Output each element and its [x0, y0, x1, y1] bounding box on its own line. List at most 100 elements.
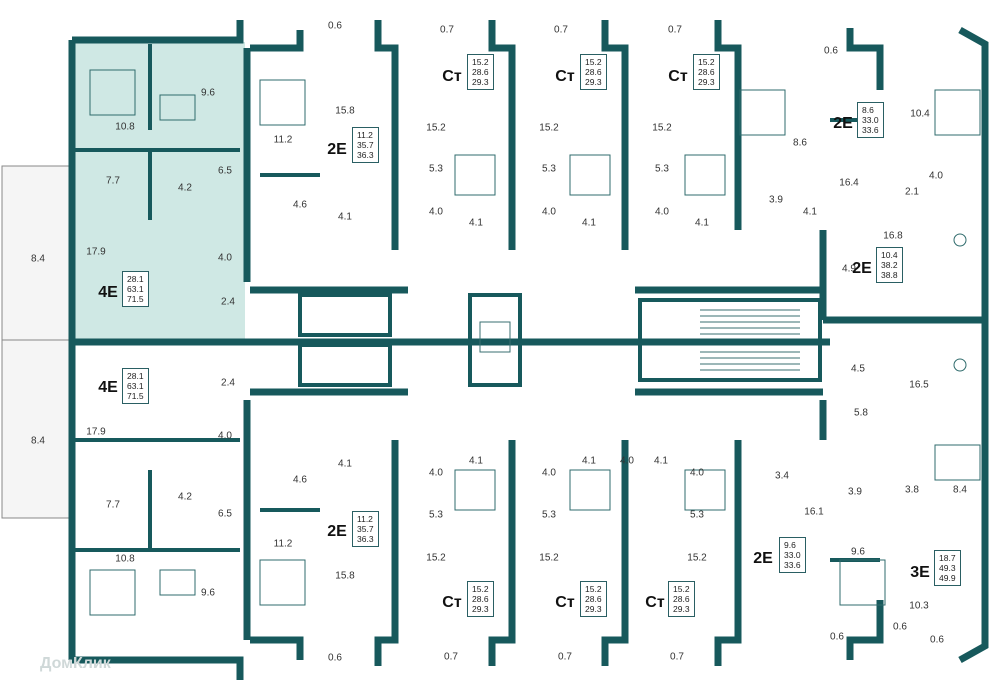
room-area: 3.4 — [775, 470, 789, 482]
room-area: 16.1 — [804, 506, 824, 518]
gross-area: 33.6 — [784, 560, 801, 570]
apartment-type: Ст — [442, 594, 462, 611]
room-area: 4.6 — [293, 199, 307, 211]
room-area: 4.0 — [218, 252, 232, 264]
room-area: 4.0 — [690, 467, 704, 479]
room-area: 10.3 — [909, 600, 929, 612]
living-area: 11.2 — [357, 514, 373, 524]
room-area: 15.2 — [539, 122, 559, 134]
room-area: 6.5 — [218, 508, 232, 520]
room-area: 0.6 — [893, 621, 907, 633]
room-area: 5.3 — [542, 509, 556, 521]
total-area: 28.6 — [472, 594, 489, 604]
room-area: 0.7 — [444, 651, 458, 663]
total-area: 28.6 — [673, 594, 690, 604]
living-area: 10.4 — [881, 250, 898, 260]
apartment-type: 4E — [98, 284, 118, 301]
apartment-areas[interactable]: 15.2 28.6 29.3 — [467, 54, 494, 90]
total-area: 35.7 — [357, 140, 374, 150]
room-area: 5.3 — [655, 163, 669, 175]
room-area: 0.6 — [930, 634, 944, 646]
room-area: 0.7 — [670, 651, 684, 663]
total-area: 33.0 — [784, 550, 801, 560]
apartment-areas[interactable]: 18.7 49.3 49.9 — [934, 550, 961, 586]
balcony — [1, 165, 71, 519]
furniture — [89, 69, 981, 616]
apartment-areas[interactable]: 9.6 33.0 33.6 — [779, 537, 806, 573]
apartment-areas[interactable]: 28.1 63.1 71.5 — [122, 368, 149, 404]
apartment-areas[interactable]: 11.2 35.7 36.3 — [352, 511, 379, 547]
room-area: 0.6 — [328, 652, 342, 664]
room-area: 16.5 — [909, 379, 929, 391]
room-area: 2.1 — [905, 186, 919, 198]
total-area: 28.6 — [585, 594, 602, 604]
room-area: 4.0 — [429, 467, 443, 479]
room-area: 4.1 — [695, 217, 709, 229]
total-area: 35.7 — [357, 524, 374, 534]
room-area: 0.7 — [554, 24, 568, 36]
room-area: 8.4 — [953, 484, 967, 496]
living-area: 28.1 — [127, 274, 144, 284]
gross-area: 38.8 — [881, 270, 898, 280]
room-area: 3.9 — [769, 194, 783, 206]
apartment-areas[interactable]: 15.2 28.6 29.3 — [467, 581, 494, 617]
apartment-type: 2E — [753, 550, 773, 567]
total-area: 28.6 — [698, 67, 715, 77]
apartment-areas[interactable]: 15.2 28.6 29.3 — [693, 54, 720, 90]
room-area: 16.8 — [883, 230, 903, 242]
gross-area: 33.6 — [862, 125, 879, 135]
room-area: 4.1 — [338, 458, 352, 470]
room-area: 2.4 — [221, 377, 235, 389]
room-area: 3.8 — [905, 484, 919, 496]
room-area: 9.6 — [201, 587, 215, 599]
elevator — [479, 321, 511, 353]
room-area: 4.1 — [654, 455, 668, 467]
total-area: 28.6 — [472, 67, 489, 77]
living-area: 15.2 — [585, 584, 602, 594]
total-area: 38.2 — [881, 260, 898, 270]
room-area: 4.0 — [620, 455, 634, 467]
gross-area: 29.3 — [698, 77, 715, 87]
apartment-type: Ст — [645, 594, 665, 611]
room-area: 0.7 — [558, 651, 572, 663]
living-area: 15.2 — [472, 57, 489, 67]
watermark-logo: ДомКлик — [40, 655, 111, 672]
interior-walls — [75, 44, 880, 562]
gross-area: 71.5 — [127, 391, 144, 401]
room-area: 15.2 — [687, 552, 707, 564]
room-area: 15.2 — [426, 552, 446, 564]
room-area: 4.2 — [178, 182, 192, 194]
apartment-areas[interactable]: 15.2 28.6 29.3 — [668, 581, 695, 617]
room-area: 11.2 — [273, 134, 293, 146]
apartment-areas[interactable]: 15.2 28.6 29.3 — [580, 54, 607, 90]
room-area: 4.1 — [582, 217, 596, 229]
total-area: 63.1 — [127, 381, 144, 391]
total-area: 63.1 — [127, 284, 144, 294]
total-area: 33.0 — [862, 115, 879, 125]
gross-area: 71.5 — [127, 294, 144, 304]
room-area: 10.4 — [910, 108, 930, 120]
apartment-areas[interactable]: 15.2 28.6 29.3 — [580, 581, 607, 617]
gross-area: 36.3 — [357, 150, 374, 160]
gross-area: 29.3 — [585, 604, 602, 614]
apartment-areas[interactable]: 28.1 63.1 71.5 — [122, 271, 149, 307]
room-area: 6.5 — [218, 165, 232, 177]
apartment-areas[interactable]: 10.4 38.2 38.8 — [876, 247, 903, 283]
room-area: 4.9 — [842, 263, 856, 275]
room-area: 8.6 — [793, 137, 807, 149]
total-area: 49.3 — [939, 563, 956, 573]
selected-apartment-highlight[interactable] — [70, 42, 245, 340]
room-area: 4.1 — [803, 206, 817, 218]
room-area: 5.8 — [854, 407, 868, 419]
room-area: 15.2 — [652, 122, 672, 134]
room-area: 17.9 — [86, 246, 106, 258]
apartment-type: Ст — [555, 68, 575, 85]
apartment-areas[interactable]: 11.2 35.7 36.3 — [352, 127, 379, 163]
room-area: 4.0 — [655, 206, 669, 218]
gross-area: 29.3 — [472, 604, 489, 614]
gross-area: 29.3 — [472, 77, 489, 87]
living-area: 9.6 — [784, 540, 796, 550]
room-area: 4.1 — [469, 217, 483, 229]
apartment-areas[interactable]: 8.6 33.0 33.6 — [857, 102, 884, 138]
